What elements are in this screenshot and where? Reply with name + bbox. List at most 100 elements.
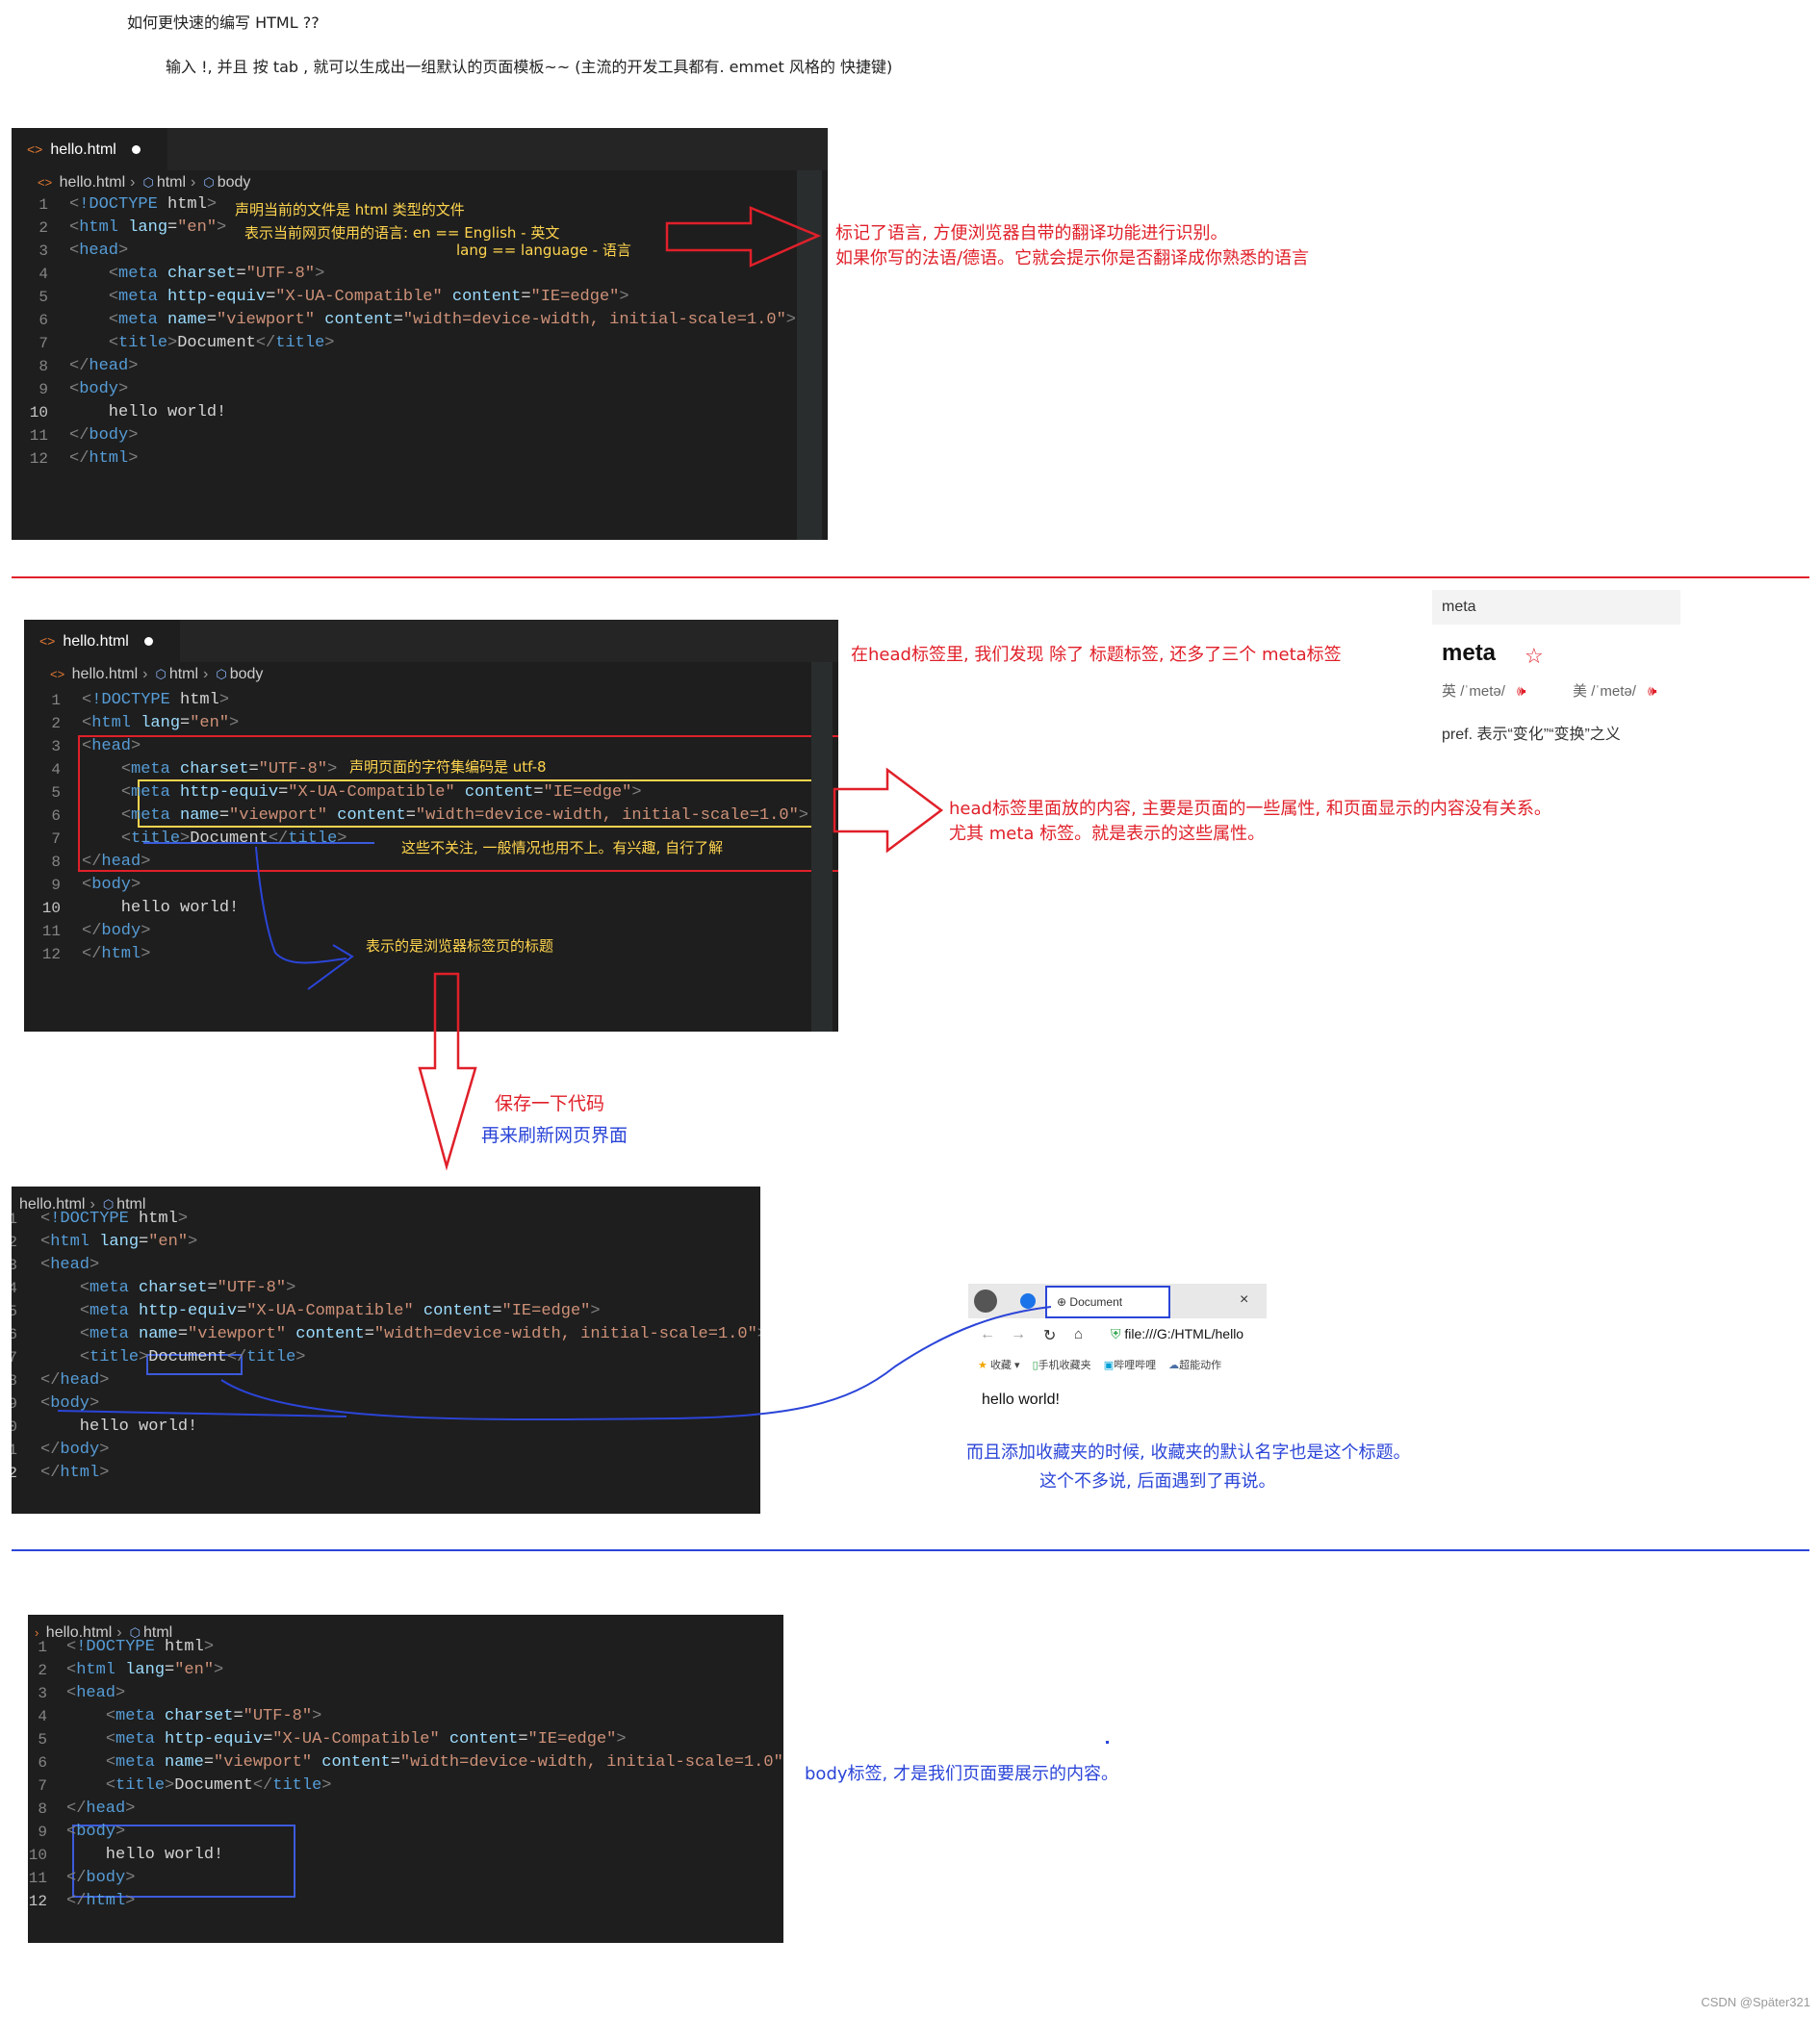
code-line[interactable]: <meta http-equiv="X-UA-Compatible" conte… <box>79 1302 601 1320</box>
speaker-icon[interactable]: 🕪 <box>1517 683 1526 700</box>
note-head-1: head标签里面放的内容, 主要是页面的一些属性, 和页面显示的内容没有关系。 <box>949 799 1551 819</box>
breadcrumb-file[interactable]: hello.html <box>59 174 126 191</box>
code-line[interactable]: <meta charset="UTF-8"> <box>108 265 325 283</box>
tab-hello-html[interactable]: <>hello.html <box>24 620 180 662</box>
code-line[interactable]: <title>Document</title> <box>120 830 347 848</box>
code-line[interactable]: <html lang="en"> <box>40 1233 198 1251</box>
code-line[interactable]: </body> <box>66 1869 136 1887</box>
code-line[interactable]: <meta http-equiv="X-UA-Compatible" conte… <box>120 783 642 802</box>
breadcrumb-html[interactable]: html <box>156 174 187 191</box>
code-line[interactable]: </head> <box>66 1800 136 1818</box>
divider-blue <box>12 1549 1809 1551</box>
intro-question: 如何更快速的编写 HTML ?? <box>127 13 320 32</box>
code-line[interactable]: <title>Document</title> <box>108 334 335 352</box>
speaker-icon[interactable]: 🕪 <box>1648 683 1657 700</box>
code-line[interactable]: hello world! <box>69 403 227 421</box>
line-number: 5 <box>38 289 48 306</box>
tab-hello-html[interactable]: <>hello.html <box>12 128 167 170</box>
note-refresh: 再来刷新网页界面 <box>481 1125 628 1146</box>
code-line[interactable]: </html> <box>66 1892 136 1910</box>
code-editor-3: hello.html›⬡html 1<!DOCTYPE html>2<html … <box>12 1187 760 1514</box>
code-line[interactable]: <meta name="viewport" content="width=dev… <box>120 806 808 825</box>
code-line[interactable]: <head> <box>66 1684 126 1702</box>
breadcrumb-file[interactable]: hello.html <box>45 1624 113 1641</box>
home-icon[interactable]: ⌂ <box>1074 1326 1084 1342</box>
code-line[interactable]: </html> <box>40 1464 110 1482</box>
line-number: 1 <box>51 692 61 709</box>
code-line[interactable]: <title>Document</title> <box>79 1348 306 1366</box>
code-line[interactable]: <meta name="viewport" content="width=dev… <box>79 1325 760 1343</box>
code-line[interactable]: </html> <box>69 449 139 468</box>
code-line[interactable]: <meta name="viewport" content="width=dev… <box>105 1753 783 1772</box>
bookmark-item[interactable]: 哔哩哔哩 <box>1114 1360 1157 1371</box>
code-line[interactable]: <meta charset="UTF-8"> <box>105 1707 322 1725</box>
code-line[interactable]: </body> <box>69 426 139 445</box>
intro-tip: 输入 !, 并且 按 tab , 就可以生成出一组默认的页面模板~~ (主流的开… <box>166 58 893 76</box>
breadcrumb-file[interactable]: hello.html <box>19 1196 86 1213</box>
breadcrumb-html[interactable]: html <box>142 1624 173 1641</box>
line-number: 12 <box>28 1893 47 1910</box>
reload-icon[interactable]: ↻ <box>1043 1328 1057 1344</box>
code-line[interactable]: <body> <box>69 380 129 398</box>
extension-icon[interactable] <box>1020 1293 1036 1309</box>
code-line[interactable]: </body> <box>82 922 151 940</box>
code-line[interactable]: </html> <box>82 945 151 963</box>
code-line[interactable]: </head> <box>69 357 139 375</box>
star-icon[interactable]: ☆ <box>1525 644 1544 668</box>
code-line[interactable]: <html lang="en"> <box>82 714 240 732</box>
breadcrumb-html[interactable]: html <box>168 666 199 682</box>
red-arrow-right-1 <box>665 206 822 268</box>
code-line[interactable]: <!DOCTYPE html> <box>82 691 230 709</box>
breadcrumb-body[interactable]: body <box>229 666 264 682</box>
dictionary-word: meta <box>1442 640 1497 666</box>
breadcrumb-html[interactable]: html <box>116 1196 146 1213</box>
breadcrumb-body[interactable]: body <box>217 174 251 191</box>
tab-bar: <>hello.html <box>12 128 828 170</box>
code-line[interactable]: <body> <box>82 876 141 894</box>
code-line[interactable]: hello world! <box>82 899 240 917</box>
code-line[interactable]: <meta name="viewport" content="width=dev… <box>108 311 796 329</box>
line-number: 11 <box>29 427 48 445</box>
chevron-right-icon: › <box>191 174 196 191</box>
code-line[interactable]: <meta http-equiv="X-UA-Compatible" conte… <box>108 288 629 306</box>
line-number: 9 <box>51 877 61 894</box>
back-icon[interactable]: ← <box>980 1326 995 1342</box>
code-line[interactable]: </head> <box>82 853 151 871</box>
code-line[interactable]: <title>Document</title> <box>105 1776 332 1795</box>
code-line[interactable]: </body> <box>40 1441 110 1459</box>
bookmark-item[interactable]: 手机收藏夹 <box>1038 1360 1091 1371</box>
blue-curve-title <box>255 846 347 964</box>
inline-comment-ignore: 这些不关注, 一般情况也用不上。有兴趣, 自行了解 <box>401 839 724 856</box>
code-line[interactable]: hello world! <box>66 1846 224 1864</box>
code-line[interactable]: <!DOCTYPE html> <box>69 195 218 214</box>
breadcrumb-file[interactable]: hello.html <box>71 666 139 682</box>
code-line[interactable]: <head> <box>82 737 141 755</box>
code-line[interactable]: <meta charset="UTF-8"> <box>120 760 338 779</box>
forward-icon[interactable]: → <box>1011 1326 1026 1342</box>
code-line[interactable]: <meta charset="UTF-8"> <box>79 1279 296 1297</box>
code-line[interactable]: <html lang="en"> <box>66 1661 224 1679</box>
address-bar[interactable]: ⛨ file:///G:/HTML/hello <box>1111 1326 1244 1341</box>
browser-tab[interactable]: ⊕ Document <box>1045 1286 1170 1318</box>
close-tab-icon[interactable]: × <box>1240 1291 1249 1308</box>
minimap[interactable] <box>811 662 833 1032</box>
code-line[interactable]: <body> <box>66 1823 126 1841</box>
code-line[interactable]: <meta http-equiv="X-UA-Compatible" conte… <box>105 1730 627 1749</box>
highlight-body-box <box>72 1825 295 1898</box>
code-line[interactable]: <body> <box>40 1394 100 1413</box>
code-line[interactable]: <head> <box>40 1256 100 1274</box>
bookmark-item[interactable]: 超能动作 <box>1179 1360 1222 1371</box>
code-line[interactable]: hello world! <box>40 1417 198 1436</box>
line-number: 5 <box>38 1731 47 1749</box>
dictionary-uk: 英 /ˈmetə/ 🕪 <box>1442 683 1526 700</box>
code-line[interactable]: <!DOCTYPE html> <box>66 1638 215 1656</box>
bookmark-item[interactable]: 收藏 <box>989 1360 1012 1371</box>
code-line[interactable]: </head> <box>40 1371 110 1390</box>
unsaved-dot-icon <box>143 637 153 647</box>
cube-icon: ⬡ <box>102 1197 115 1212</box>
code-line[interactable]: <html lang="en"> <box>69 218 227 237</box>
dictionary-search[interactable]: meta <box>1432 590 1680 625</box>
code-line[interactable]: <head> <box>69 242 129 260</box>
code-line[interactable]: <!DOCTYPE html> <box>40 1210 189 1228</box>
avatar[interactable] <box>974 1289 997 1313</box>
